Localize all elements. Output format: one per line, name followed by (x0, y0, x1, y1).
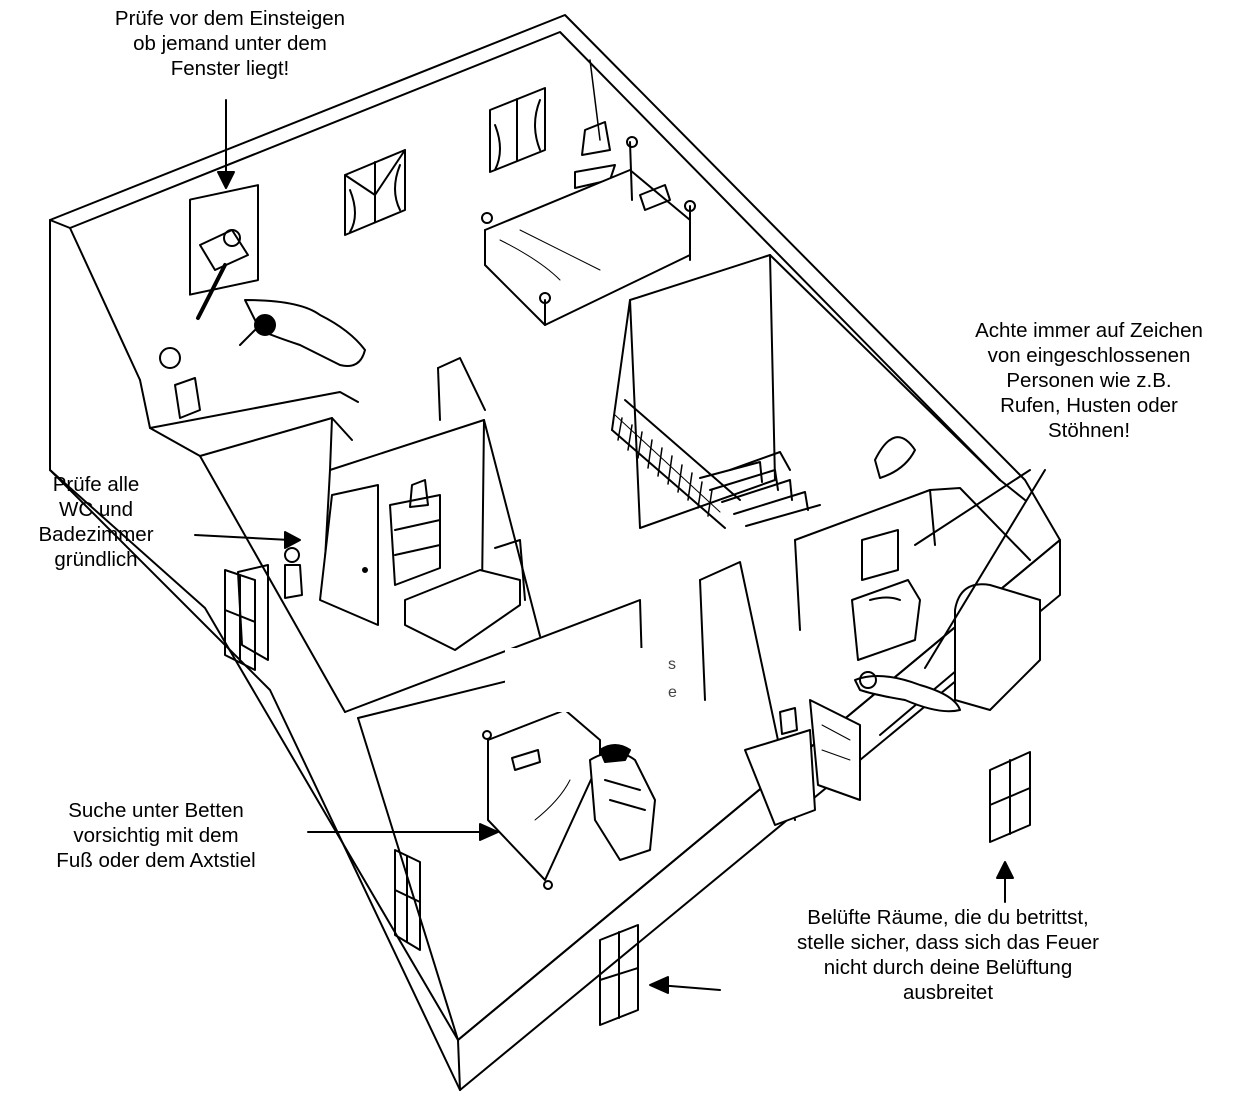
residual-text-fragment: e (668, 684, 677, 701)
annotation-line: vorsichtig mit dem (73, 824, 239, 847)
bottom-room (482, 699, 861, 890)
annotation-signs-of-trapped: Achte immer auf Zeichen von eingeschloss… (926, 318, 1252, 443)
annotation-window-check: Prüfe vor dem Einsteigen ob jemand unter… (20, 6, 440, 81)
lamp-top (574, 59, 616, 189)
bathroom-right (851, 529, 1041, 713)
top-room (159, 59, 696, 419)
annotation-line: Rufen, Husten oder (1000, 394, 1178, 417)
residual-text-fragment: s (668, 656, 676, 673)
whiteout-patch (505, 648, 677, 712)
annotation-line: stelle sicher, dass sich das Feuer (797, 931, 1099, 954)
annotation-line: Personen wie z.B. (1006, 369, 1172, 392)
annotation-search-under-beds: Suche unter Betten vorsichtig mit dem Fu… (6, 798, 306, 873)
annotation-line: Badezimmer (38, 523, 154, 546)
firefighter (589, 744, 656, 861)
annotation-line: nicht durch deine Belüftung (823, 956, 1073, 979)
annotation-line: Suche unter Betten (68, 799, 244, 822)
child-victim-bathroom (237, 547, 303, 661)
annotation-line: ausbreitet (902, 981, 994, 1004)
bathroom-victim (854, 671, 961, 713)
callout-arrows (194, 99, 1046, 994)
victim-top-room (239, 299, 366, 367)
outer-walls (49, 14, 1061, 1091)
annotation-line: gründlich (54, 548, 138, 571)
annotation-line: ob jemand unter dem (133, 32, 327, 55)
middle-bedroom (237, 479, 526, 661)
annotation-line: Fuß oder dem Axtstiel (56, 849, 256, 872)
annotation-ventilation: Belüfte Räume, die du betrittst, stelle … (728, 905, 1168, 1005)
annotation-line: Achte immer auf Zeichen (975, 319, 1203, 342)
annotation-line: WC und (58, 498, 134, 521)
staircase (611, 399, 916, 529)
annotation-line: Belüfte Räume, die du betrittst, (807, 906, 1089, 929)
annotation-line: Prüfe alle (52, 473, 140, 496)
door (319, 484, 379, 626)
window-middle (344, 149, 406, 236)
annotation-line: Stöhnen! (1047, 419, 1131, 442)
annotation-line: von eingeschlossenen (987, 344, 1191, 367)
annotation-line: Prüfe vor dem Einsteigen (114, 7, 346, 30)
front-windows (224, 569, 1031, 1026)
window-with-victim (189, 184, 259, 320)
bed-top (481, 136, 696, 326)
bed-front (482, 709, 601, 890)
window-right (489, 87, 546, 173)
annotation-check-wc: Prüfe alle WC und Badezimmer gründlich (6, 472, 186, 572)
annotation-line: Fenster liegt! (170, 57, 290, 80)
